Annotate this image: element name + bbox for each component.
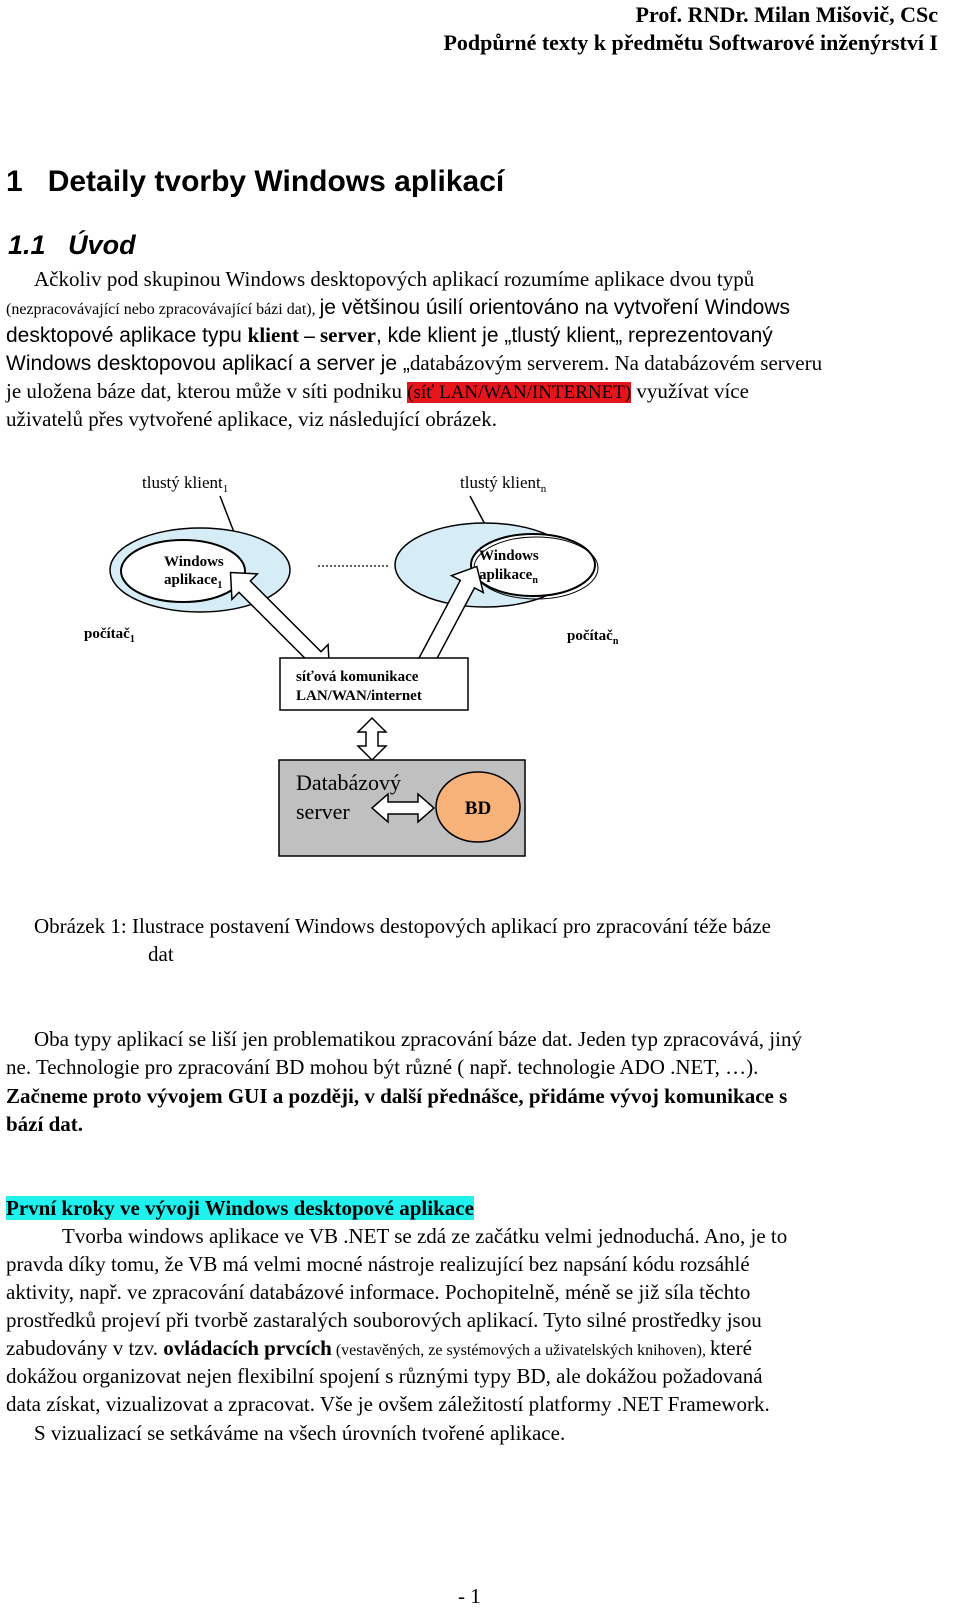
app-1-line-1: Windows (164, 554, 224, 570)
para2-line-2: ne. Technologie pro zpracování BD mohou … (6, 1055, 759, 1079)
architecture-diagram: tlustý klient1 tlustý klientn Windows ap… (84, 473, 619, 857)
app-1-line-2: aplikace1 (164, 572, 222, 591)
header-subject: Podpůrné texty k předmětu Softwarové inž… (443, 30, 938, 55)
intro-line-2: (nezpracovávající nebo zpracovávající bá… (6, 293, 790, 324)
intro-line-3c: , kde klient je „tlustý klient„ reprezen… (375, 324, 773, 347)
intro-line-3: desktopové aplikace typu klient – server… (6, 321, 773, 350)
section2-line-6: dokážou organizovat nejen flexibilní spo… (6, 1364, 763, 1388)
intro-line-3a: desktopové aplikace typu (6, 324, 248, 347)
para2-line-1: Oba typy aplikací se liší jen problemati… (34, 1027, 802, 1051)
client-1-label: tlustý klient1 (142, 473, 228, 495)
app-1-ellipse (120, 539, 246, 603)
intro-client-server: klient – server (247, 323, 376, 347)
network-box (279, 657, 469, 711)
section2-line-2: pravda díky tomu, že VB má velmi mocné n… (6, 1252, 750, 1276)
section2-line-5a: zabudovány v tzv. (6, 1336, 164, 1360)
network-highlight: (síť LAN/WAN/INTERNET) (407, 382, 632, 403)
intro-line-1: Ačkoliv pod skupinou Windows desktopovýc… (34, 267, 755, 291)
intro-line-4a: Windows desktopovou aplikací a server je… (6, 352, 410, 375)
chapter-heading: 1 Detaily tvorby Windows aplikací (6, 165, 504, 199)
header-author: Prof. RNDr. Milan Mišovič, CSc (635, 2, 938, 27)
chapter-number: 1 (6, 165, 23, 198)
intro-line-2-rest: je většinou úsilí orientováno na vytvoře… (319, 296, 791, 319)
computer-1-label: počítač1 (84, 626, 135, 645)
section-number: 1.1 (8, 230, 46, 260)
para2-line-3: Začneme proto vývojem GUI a později, v d… (6, 1084, 788, 1108)
section-heading: 1.1 Úvod (8, 230, 136, 261)
intro-line-4: Windows desktopovou aplikací a server je… (6, 349, 822, 378)
bd-circle (435, 771, 521, 843)
intro-line-5: je uložena báze dat, kterou může v síti … (6, 377, 749, 407)
section2-line-3: aktivity, např. ve zpracování databázové… (6, 1280, 751, 1304)
section2-heading-text: První kroky ve vývoji Windows desktopové… (6, 1196, 474, 1220)
app-n-ellipse (470, 533, 596, 597)
section2-line-8: S vizualizací se setkáváme na všech úrov… (34, 1421, 566, 1445)
computer-n-label: počítačn (567, 628, 619, 647)
section2-line-5: zabudovány v tzv. ovládacích prvcích (ve… (6, 1334, 752, 1365)
page-number: - 1 (458, 1584, 481, 1608)
section-title: Úvod (68, 230, 136, 260)
section2-line-5c: (vestavěných, ze systémových a uživatels… (331, 1342, 710, 1359)
database-server-line-2: server (296, 799, 350, 824)
intro-line-5a: je uložena báze dat, kterou může v síti … (6, 379, 408, 403)
figure-caption-line-1: Obrázek 1: Ilustrace postavení Windows d… (34, 914, 771, 938)
intro-line-2-small: (nezpracovávající nebo zpracovávající bá… (6, 301, 320, 318)
database-server-line-1: Databázový (296, 770, 401, 795)
section2-line-1: Tvorba windows aplikace ve VB .NET se zd… (62, 1224, 788, 1248)
client-n-label: tlustý klientn (460, 473, 547, 495)
section2-line-5d: které (709, 1336, 752, 1360)
intro-line-4b: databázovým serverem. Na databázovém ser… (409, 351, 823, 375)
intro-line-6: uživatelů přes vytvořené aplikace, viz n… (6, 407, 497, 431)
bd-label: BD (465, 798, 491, 819)
section2-line-7: data získat, vizualizovat a zpracovat. V… (6, 1392, 770, 1416)
controls-term: ovládacích prvcích (163, 1336, 332, 1360)
network-line-2: LAN/WAN/internet (296, 688, 422, 704)
app-n-line-1: Windows (479, 548, 539, 564)
figure-caption-line-2: dat (148, 942, 174, 966)
section2-heading: První kroky ve vývoji Windows desktopové… (6, 1194, 474, 1222)
app-n-line-2: aplikacen (479, 567, 538, 586)
intro-line-5c: využívat více (631, 379, 749, 403)
chapter-title: Detaily tvorby Windows aplikací (47, 165, 505, 198)
para2-line-4: bází dat. (6, 1112, 84, 1136)
network-line-1: síťová komunikace (296, 669, 419, 685)
section2-line-4: prostředků projeví při tvorbě zastaralýc… (6, 1308, 762, 1332)
